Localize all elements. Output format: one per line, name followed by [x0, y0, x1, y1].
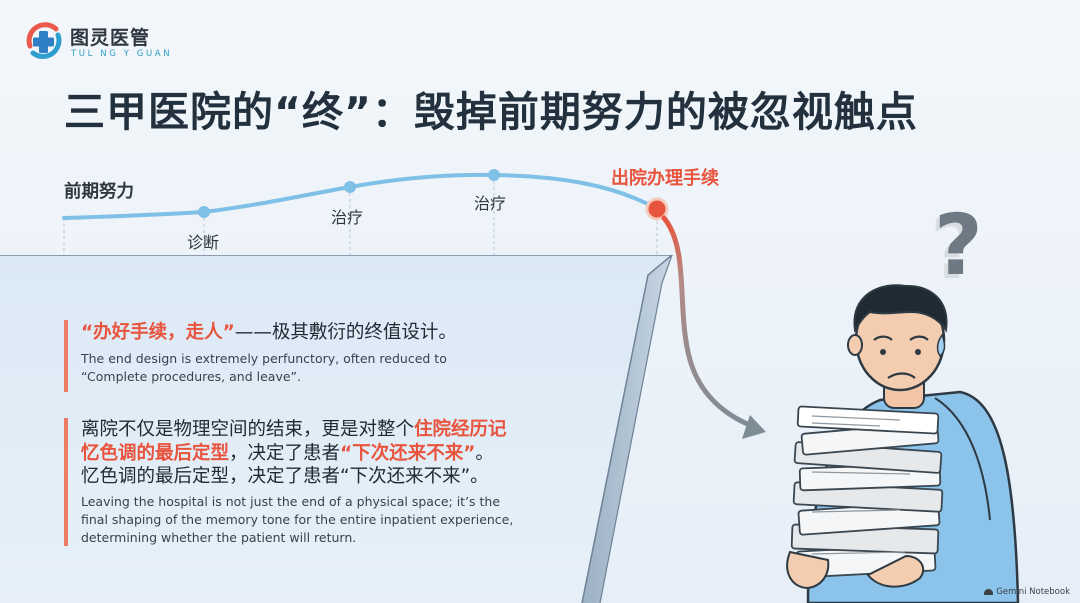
english-line: determining whether the patient will ret… — [81, 529, 357, 545]
brand-name-en: TUL NG Y GUAN — [71, 49, 173, 59]
cliff-drop-panel — [0, 255, 674, 603]
cloud-icon — [984, 588, 994, 595]
point-body: 离院不仅是物理空间的结束，更是对整个住院经历记 忆色调的最后定型，决定了患者“下… — [81, 418, 569, 489]
body-text: 离院不仅是物理空间的结束，更是对整个 — [81, 419, 415, 440]
body-emphasis: 住院经历记 — [414, 419, 507, 440]
body-line: 忆色调的最后定型，决定了患者“下次还来不来”。 — [81, 442, 569, 466]
brand-logo: 图灵医管 TUL NG Y GUAN — [24, 20, 170, 64]
watermark-text: Gemini Notebook — [996, 587, 1070, 597]
brand-name: 图灵医管 — [70, 27, 151, 49]
point-title-rest: ——极其敷衍的终值设计。 — [234, 322, 457, 343]
page-title: 三甲医院的“终”：毁掉前期努力的被忽视触点 — [64, 88, 918, 136]
svg-text:?: ? — [934, 196, 983, 294]
stage-label-early-effort: 前期努力 — [64, 182, 134, 202]
body-line: 忆色调的最后定型，决定了患者“下次还来不来”。 — [81, 466, 489, 487]
patient-journey-curve: 前期努力 诊断 治疗 治疗 出院办理手续 — [0, 150, 1080, 270]
worried-patient-holding-paper-stack-icon: ? ? — [786, 196, 1020, 603]
body-emphasis: 忆色调的最后定型 — [81, 442, 230, 464]
point-title: “办好手续，走人”——极其敷衍的终值设计。 — [81, 320, 534, 345]
body-text: 。 — [475, 442, 494, 464]
stage-dot-discharge — [645, 197, 669, 221]
watermark: Gemini Notebook — [984, 587, 1070, 597]
stage-label-treatment: 治疗 — [474, 194, 507, 213]
question-mark-icon: ? ? — [930, 196, 983, 298]
body-text: ，决定了患者 — [229, 442, 341, 464]
point-english: The end design is extremely perfunctory,… — [81, 350, 534, 386]
medical-cross-logo-icon — [26, 22, 62, 59]
english-line: The end design is extremely perfunctory,… — [81, 351, 447, 366]
stage-label-treatment: 治疗 — [331, 208, 364, 227]
body-line: 离院不仅是物理空间的结束，更是对整个住院经历记 — [81, 418, 569, 442]
point-emphasis: “办好手续，走人” — [81, 322, 235, 343]
point-english: Leaving the hospital is not just the end… — [81, 493, 569, 547]
english-line: “Complete procedures, and leave”. — [81, 369, 301, 384]
stage-label-diagnosis: 诊断 — [187, 233, 220, 252]
point-memory-tone: 离院不仅是物理空间的结束，更是对整个住院经历记 忆色调的最后定型，决定了患者“下… — [64, 418, 569, 546]
english-line: final shaping of the memory tone for the… — [81, 511, 514, 527]
point-perfunctory-design: “办好手续，走人”——极其敷衍的终值设计。 The end design is … — [64, 320, 534, 392]
svg-text:?: ? — [930, 200, 979, 298]
stage-label-discharge: 出院办理手续 — [611, 168, 719, 189]
stage-dot-diagnosis — [198, 206, 210, 218]
body-emphasis: “下次还来不来” — [340, 442, 476, 464]
english-line: Leaving the hospital is not just the end… — [81, 493, 501, 509]
stage-dot-treatment-2 — [488, 169, 500, 181]
stage-dot-treatment-1 — [344, 181, 356, 193]
